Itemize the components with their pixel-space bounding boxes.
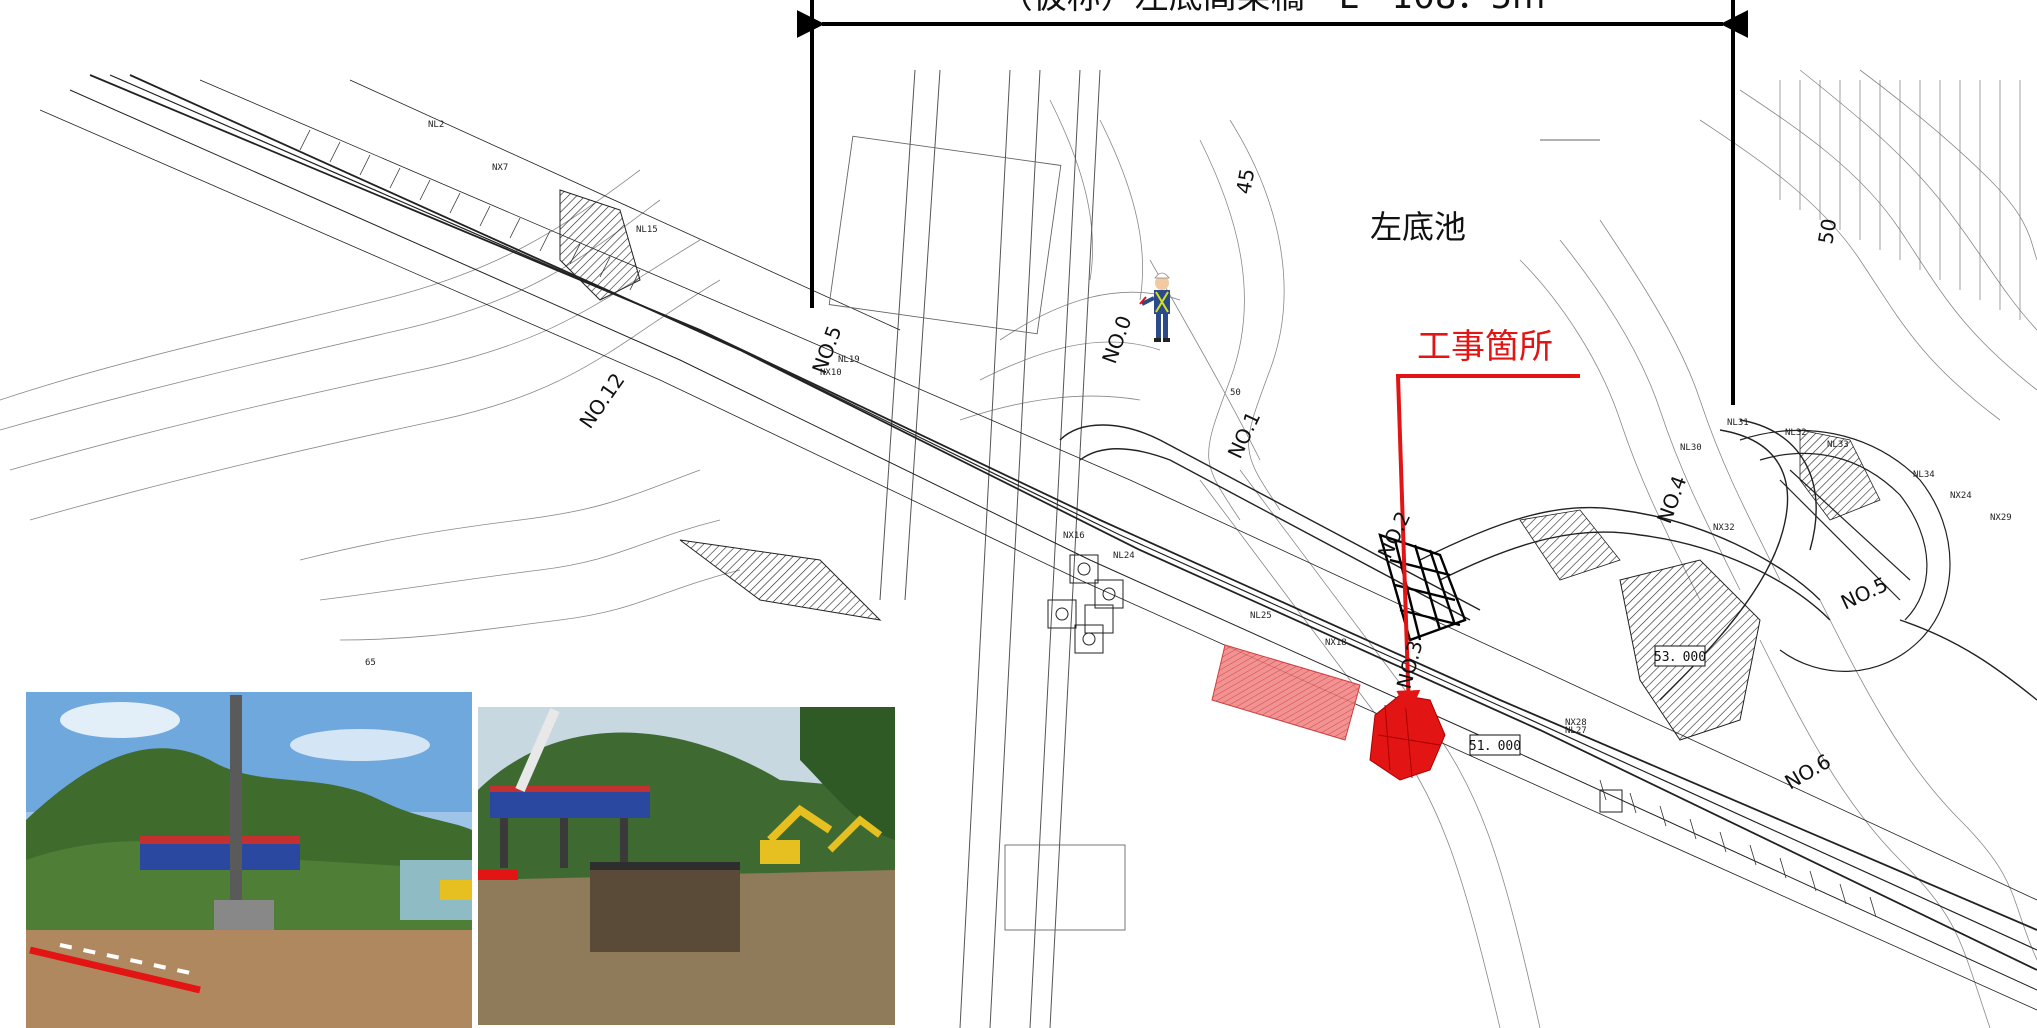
planned-deck-hatch <box>1212 645 1360 740</box>
survey-point: NX10 <box>820 368 842 378</box>
work-site-leader <box>1395 374 1580 715</box>
survey-point: NL30 <box>1680 443 1702 453</box>
contour-label: 50 <box>1230 388 1241 398</box>
survey-point: NL27 <box>1565 726 1587 736</box>
station-label: NO.1 <box>1223 408 1265 463</box>
survey-point: NL15 <box>636 225 658 235</box>
station-label: NO.0 <box>1097 312 1136 366</box>
bridge-length-label: （仮称）左底高架橋 L＝108．5m <box>999 0 1546 17</box>
vertical-road <box>879 69 1101 1028</box>
survey-point: NX18 <box>1325 638 1347 648</box>
survey-point: NX7 <box>492 163 508 173</box>
work-site-block <box>1369 694 1446 781</box>
worker-figure <box>1139 272 1170 342</box>
station-label: NO.6 <box>1781 749 1835 794</box>
survey-point: NL25 <box>1250 611 1272 621</box>
survey-point: NX29 <box>1990 513 2012 523</box>
survey-point: NX24 <box>1950 491 1972 501</box>
highway-alignment <box>39 74 2037 1011</box>
parcels <box>828 135 1600 931</box>
bridge-dimension <box>796 0 1749 405</box>
elevation-51-text: 51．000 <box>1469 739 1521 754</box>
survey-point: NL34 <box>1913 470 1935 480</box>
survey-point-labels: NL2 NX7 NL15 NX10 NL19 NL24 NL25 NX16 NX… <box>428 120 2012 736</box>
work-site-label: 工事箇所 <box>1417 327 1553 367</box>
elevation-box-53: 53．000 <box>1654 645 1706 667</box>
photo-pile-driving <box>26 692 472 1028</box>
survey-point: NL32 <box>1785 428 1807 438</box>
slope-hatching-right <box>1779 80 2021 320</box>
contour-label: 65 <box>365 658 376 668</box>
photo-excavation <box>478 707 895 1025</box>
survey-point: NL31 <box>1727 418 1749 428</box>
contour-label: 45 <box>1231 167 1259 196</box>
embankment-ticks <box>299 129 1877 918</box>
survey-point: NL24 <box>1113 551 1135 561</box>
pond-label: 左底池 <box>1370 208 1466 246</box>
pier-footings <box>1047 554 1623 813</box>
survey-point: NL2 <box>428 120 444 130</box>
contour-numbers: 45 50 50 65 <box>365 167 1841 668</box>
station-label: NO.12 <box>574 369 629 433</box>
elevation-53-text: 53．000 <box>1654 650 1706 665</box>
survey-point: NX32 <box>1713 523 1735 533</box>
survey-point: NX16 <box>1063 531 1085 541</box>
hatched-areas <box>559 189 1881 741</box>
station-label: NO.4 <box>1652 472 1691 526</box>
survey-point: NL33 <box>1827 440 1849 450</box>
station-label: NO.5 <box>1837 572 1892 614</box>
contour-label: 50 <box>1813 217 1841 246</box>
survey-point: NX28 <box>1565 718 1587 728</box>
survey-point: NL19 <box>838 355 860 365</box>
elevation-box-51: 51．000 <box>1469 734 1521 756</box>
